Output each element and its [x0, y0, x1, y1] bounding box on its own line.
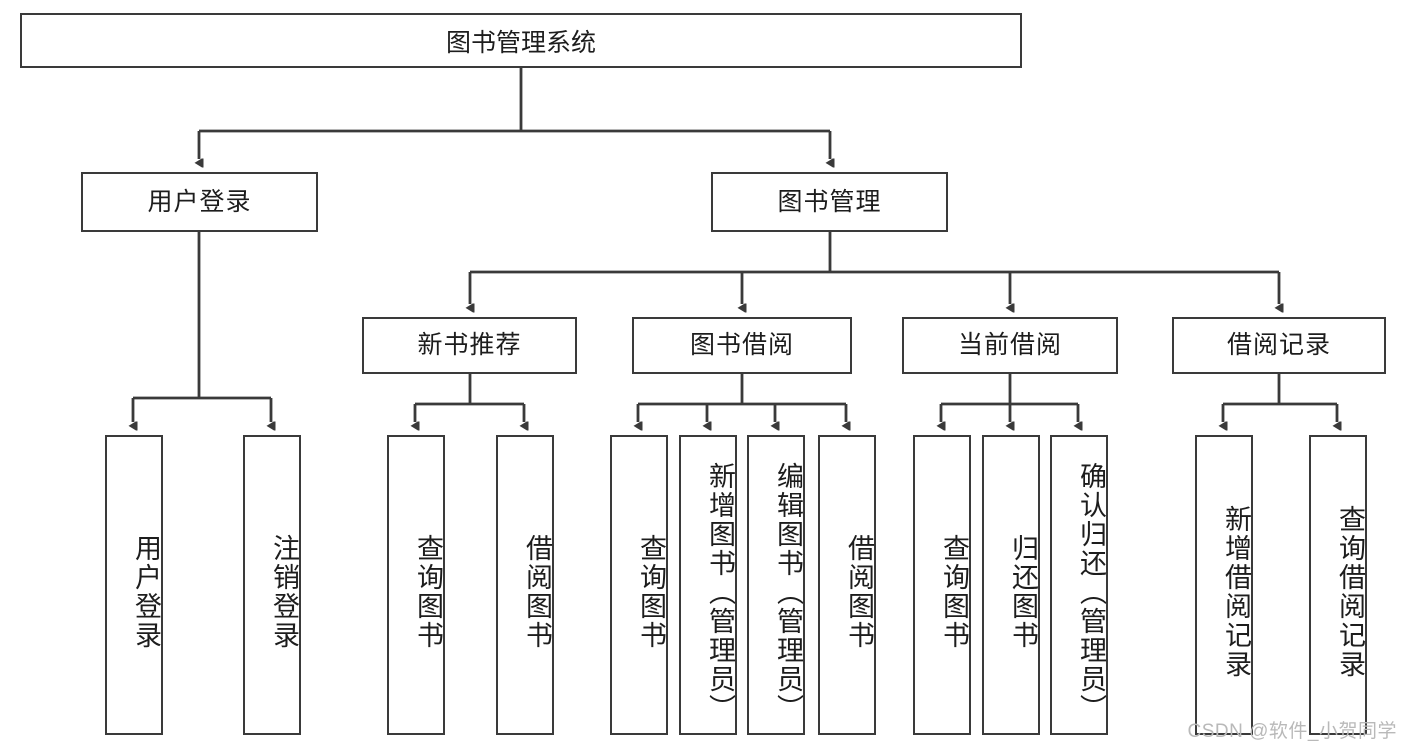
node-leaf-edit-book-admin[interactable]: 编辑图书（管理员） [747, 435, 805, 735]
node-leaf-query-book-borrow[interactable]: 查询图书 [610, 435, 668, 735]
node-label: 图书管理 [777, 187, 882, 216]
node-label: 确认归还（管理员） [1076, 461, 1106, 723]
node-label: 当前借阅 [957, 331, 1062, 359]
node-label: 用户登录 [147, 187, 252, 216]
node-leaf-return-book[interactable]: 归还图书 [982, 435, 1040, 735]
node-label: 新增图书（管理员） [705, 461, 735, 723]
node-leaf-query-book-current[interactable]: 查询图书 [913, 435, 971, 735]
node-leaf-query-borrow-record[interactable]: 查询借阅记录 [1309, 435, 1367, 735]
node-label: 查询图书 [413, 534, 443, 650]
node-leaf-add-book-admin[interactable]: 新增图书（管理员） [679, 435, 737, 735]
node-label: 查询图书 [939, 534, 969, 650]
node-label: 图书借阅 [689, 331, 794, 359]
node-label: 查询图书 [636, 534, 666, 650]
node-borrow-record[interactable]: 借阅记录 [1172, 317, 1386, 374]
node-label: 用户登录 [131, 534, 161, 650]
node-current-borrow[interactable]: 当前借阅 [902, 317, 1118, 374]
node-new-book-recommend[interactable]: 新书推荐 [362, 317, 577, 374]
node-label: 新增借阅记录 [1221, 505, 1251, 679]
node-book-management[interactable]: 图书管理 [711, 172, 948, 232]
node-label: 借阅记录 [1226, 331, 1331, 359]
node-leaf-add-borrow-record[interactable]: 新增借阅记录 [1195, 435, 1253, 735]
node-book-borrow[interactable]: 图书借阅 [632, 317, 852, 374]
node-label: 注销登录 [269, 534, 299, 650]
node-label: 编辑图书（管理员） [773, 461, 803, 723]
node-leaf-borrow-book-recommend[interactable]: 借阅图书 [496, 435, 554, 735]
watermark-text: CSDN @软件_小贺同学 [1187, 721, 1397, 742]
node-root-system[interactable]: 图书管理系统 [20, 13, 1022, 68]
node-user-login[interactable]: 用户登录 [81, 172, 318, 232]
node-label: 图书管理系统 [445, 28, 596, 57]
node-leaf-confirm-return-admin[interactable]: 确认归还（管理员） [1050, 435, 1108, 735]
node-label: 新书推荐 [417, 331, 522, 359]
node-leaf-borrow-book[interactable]: 借阅图书 [818, 435, 876, 735]
node-leaf-user-login[interactable]: 用户登录 [105, 435, 163, 735]
node-label: 借阅图书 [522, 534, 552, 650]
node-leaf-user-logout[interactable]: 注销登录 [243, 435, 301, 735]
node-label: 查询借阅记录 [1335, 505, 1365, 679]
node-leaf-query-book-recommend[interactable]: 查询图书 [387, 435, 445, 735]
node-label: 借阅图书 [844, 534, 874, 650]
node-label: 归还图书 [1008, 534, 1038, 650]
